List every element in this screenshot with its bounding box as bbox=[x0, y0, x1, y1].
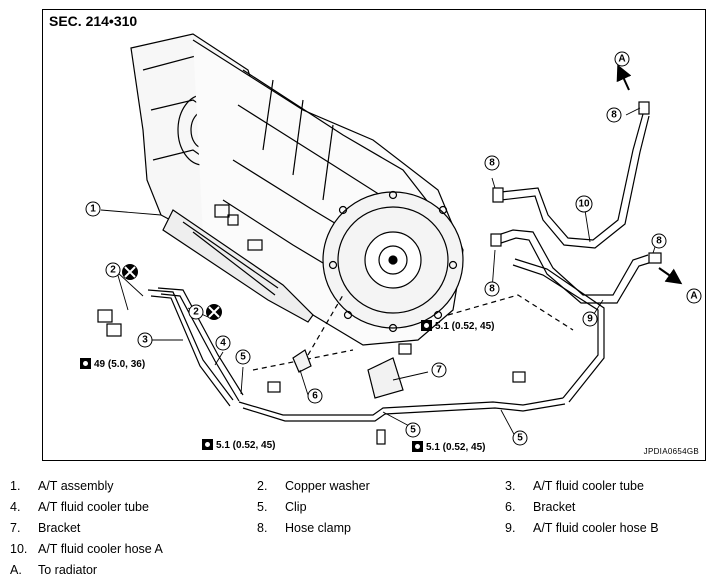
torque-wrench-icons bbox=[80, 320, 432, 452]
callout-a-top: A bbox=[618, 54, 625, 65]
legend-key: 3. bbox=[505, 479, 516, 493]
callout-4: 4 bbox=[220, 338, 226, 349]
legend-label: A/T assembly bbox=[38, 479, 114, 493]
callout-6: 6 bbox=[312, 391, 318, 402]
cooler-hoses bbox=[490, 101, 662, 304]
arrow-to-radiator-top bbox=[616, 64, 632, 91]
bolts bbox=[97, 309, 526, 445]
legend-label: A/T fluid cooler hose B bbox=[533, 521, 659, 535]
legend-label: Bracket bbox=[38, 521, 81, 535]
callout-8-upper: 8 bbox=[489, 158, 495, 169]
callout-8-right: 8 bbox=[656, 236, 662, 247]
callout-5-left: 5 bbox=[240, 352, 246, 363]
legend-label: Copper washer bbox=[285, 479, 370, 493]
legend-label: Hose clamp bbox=[285, 521, 351, 535]
legend-label: A/T fluid cooler tube bbox=[38, 500, 149, 514]
callout-8-lower: 8 bbox=[489, 284, 495, 295]
legend-key: 10. bbox=[10, 542, 28, 556]
torque-label-bracket-bottom: 5.1 (0.52, 45) bbox=[426, 442, 485, 453]
callout-8-top: 8 bbox=[611, 110, 617, 121]
callouts bbox=[85, 51, 702, 446]
legend-key: 2. bbox=[257, 479, 268, 493]
legend-key: A. bbox=[10, 563, 22, 577]
brackets bbox=[292, 349, 404, 399]
legend-label: A/T fluid cooler tube bbox=[533, 479, 644, 493]
legend-key: 8. bbox=[257, 521, 268, 535]
section-title: SEC. 214•310 bbox=[49, 13, 138, 29]
legend-key: 1. bbox=[10, 479, 21, 493]
callout-2-left: 2 bbox=[110, 265, 116, 276]
callout-5-right: 5 bbox=[517, 433, 523, 444]
callout-3: 3 bbox=[142, 335, 148, 346]
torque-label-bracket-left: 5.1 (0.52, 45) bbox=[216, 440, 275, 451]
callout-9: 9 bbox=[587, 314, 593, 325]
callout-2-right: 2 bbox=[193, 307, 199, 318]
torque-label-bolt-3: 49 (5.0, 36) bbox=[94, 359, 145, 370]
torque-label-bracket-upper: 5.1 (0.52, 45) bbox=[435, 321, 494, 332]
arrow-to-radiator-right bbox=[658, 267, 683, 285]
legend-label: Clip bbox=[285, 500, 307, 514]
cooler-tubes bbox=[147, 258, 605, 422]
legend-label: Bracket bbox=[533, 500, 576, 514]
legend-key: 7. bbox=[10, 521, 21, 535]
callout-10: 10 bbox=[578, 199, 590, 210]
document-code: JPDIA0654GB bbox=[643, 447, 699, 456]
at-assembly-drawing bbox=[130, 33, 464, 346]
exploded-view-diagram: 49 (5.0, 36) 5.1 (0.52, 45) 5.1 (0.52, 4… bbox=[80, 33, 702, 453]
callout-a-right: A bbox=[690, 291, 697, 302]
parts-legend: 1. A/T assembly 2. Copper washer 3. A/T … bbox=[0, 476, 717, 583]
callout-1: 1 bbox=[90, 204, 96, 215]
callout-5-middle: 5 bbox=[410, 425, 416, 436]
legend-label: To radiator bbox=[38, 563, 98, 577]
legend-label: A/T fluid cooler hose A bbox=[38, 542, 163, 556]
legend-key: 5. bbox=[257, 500, 268, 514]
replace-washer-symbols bbox=[122, 264, 222, 320]
legend-key: 4. bbox=[10, 500, 21, 514]
legend-key: 9. bbox=[505, 521, 516, 535]
legend-key: 6. bbox=[505, 500, 516, 514]
diagram-frame: 49 (5.0, 36) 5.1 (0.52, 45) 5.1 (0.52, 4… bbox=[42, 9, 706, 461]
callout-7: 7 bbox=[436, 365, 442, 376]
